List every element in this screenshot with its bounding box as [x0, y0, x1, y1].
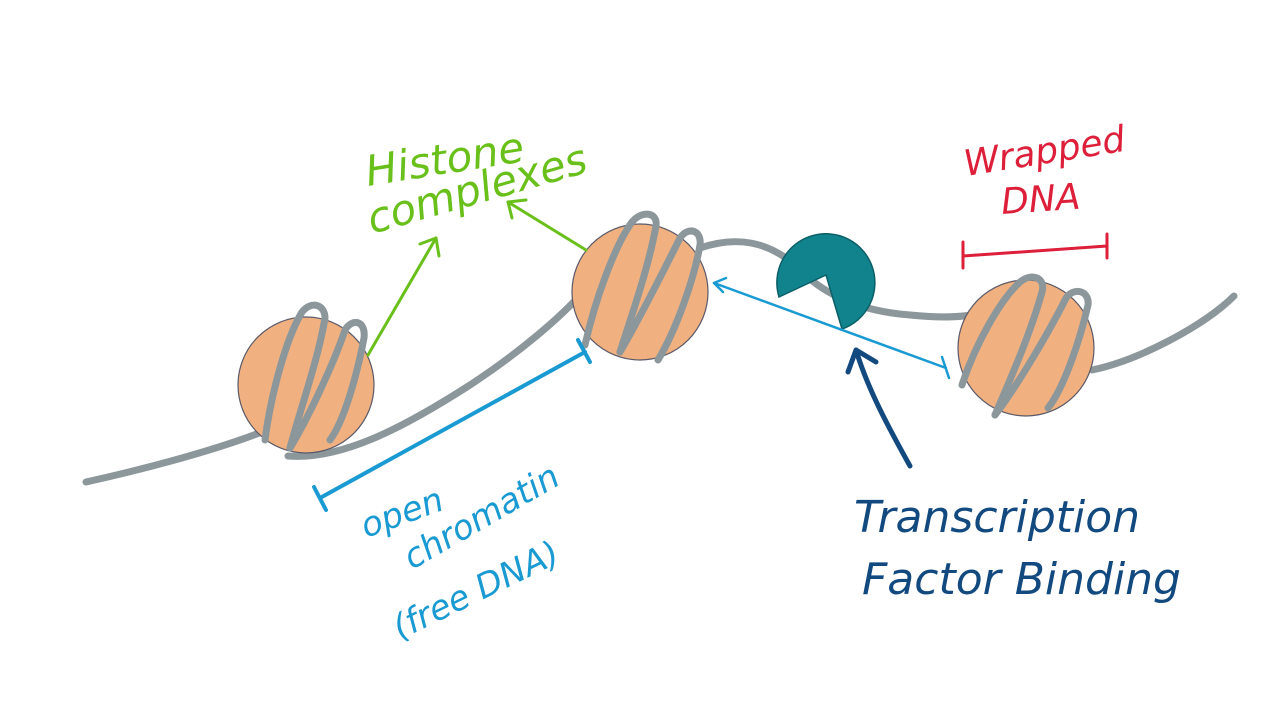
tf-binding-label-line2: Factor Binding	[862, 554, 1181, 605]
wrapped-dna-label-line2: DNA	[1000, 177, 1082, 223]
wrapped-dna-bracket	[961, 232, 1109, 270]
dna-segment-left	[82, 428, 266, 486]
tf-arrow-head	[845, 347, 879, 375]
tf-binding-span	[712, 276, 951, 380]
histone-complex-1	[237, 301, 375, 454]
dna-segment-right	[1088, 292, 1238, 374]
wrapped-dna-loop	[958, 273, 1047, 419]
span-end-tick	[940, 355, 951, 380]
histone-arrow-1-head	[418, 236, 441, 258]
wrapped-dna-loop	[581, 210, 660, 356]
bracket-right-tick	[576, 338, 592, 364]
bracket-line	[961, 244, 1109, 258]
histone-arrow-2	[506, 200, 588, 252]
span-line	[712, 281, 948, 370]
histone-arrows	[366, 198, 588, 357]
histone-arrow-1	[366, 236, 438, 357]
open-chromatin-bracket	[312, 338, 592, 512]
wrapped-dna-loop	[261, 301, 329, 452]
wrapped-dna-loop	[286, 319, 368, 452]
tf-binding-label: Transcription Factor Binding	[854, 492, 1181, 605]
histone-label: Histone complexes	[361, 122, 592, 243]
histone-complex-2	[571, 210, 709, 364]
wrapped-dna-label: Wrapped DNA	[961, 119, 1129, 223]
histone-arrow-2-head	[506, 198, 528, 220]
bracket-left-tick	[312, 485, 328, 512]
transcription-factor-icon	[776, 232, 876, 330]
dna-segment-open	[284, 286, 589, 460]
open-chromatin-label: open chromatin (free DNA)	[355, 456, 566, 648]
wrapped-dna-loop	[616, 227, 704, 364]
wrapped-dna-loop	[991, 287, 1092, 419]
wrapped-dna-label-line1: Wrapped	[961, 119, 1129, 185]
tf-arrow-shaft	[853, 347, 913, 469]
span-arrowhead	[712, 276, 728, 294]
tf-arrow	[845, 347, 913, 469]
tf-binding-label-line1: Transcription	[854, 492, 1140, 543]
bracket-line	[318, 350, 587, 500]
histone-complex-3	[957, 273, 1095, 419]
